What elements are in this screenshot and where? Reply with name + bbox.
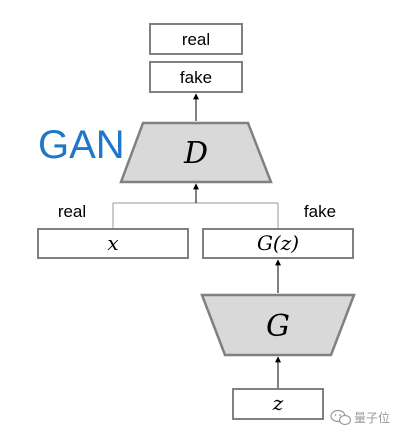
fake-input-label: fake	[304, 202, 336, 221]
discriminator-label: D	[183, 136, 208, 171]
wechat-icon	[330, 409, 352, 426]
generator-label: G	[266, 309, 290, 344]
real-sample-box: x	[37, 228, 189, 259]
discriminator-input-connector	[112, 183, 279, 229]
real-input-label: real	[58, 202, 86, 221]
output-fake-label: fake	[180, 68, 212, 87]
real-sample-label: x	[107, 231, 118, 255]
generator-block: G	[200, 293, 356, 357]
noise-input-label: z	[272, 391, 284, 415]
generated-sample-label: G(z)	[257, 231, 299, 255]
output-fake-box: fake	[149, 61, 243, 93]
watermark: 量子位	[330, 409, 390, 426]
output-real-label: real	[182, 30, 210, 49]
noise-input-box: z	[232, 388, 324, 420]
output-real-box: real	[149, 23, 243, 55]
discriminator-block: D	[119, 121, 273, 184]
generated-sample-box: G(z)	[202, 228, 354, 259]
diagram-title: GAN	[38, 123, 125, 167]
watermark-text: 量子位	[354, 410, 390, 425]
